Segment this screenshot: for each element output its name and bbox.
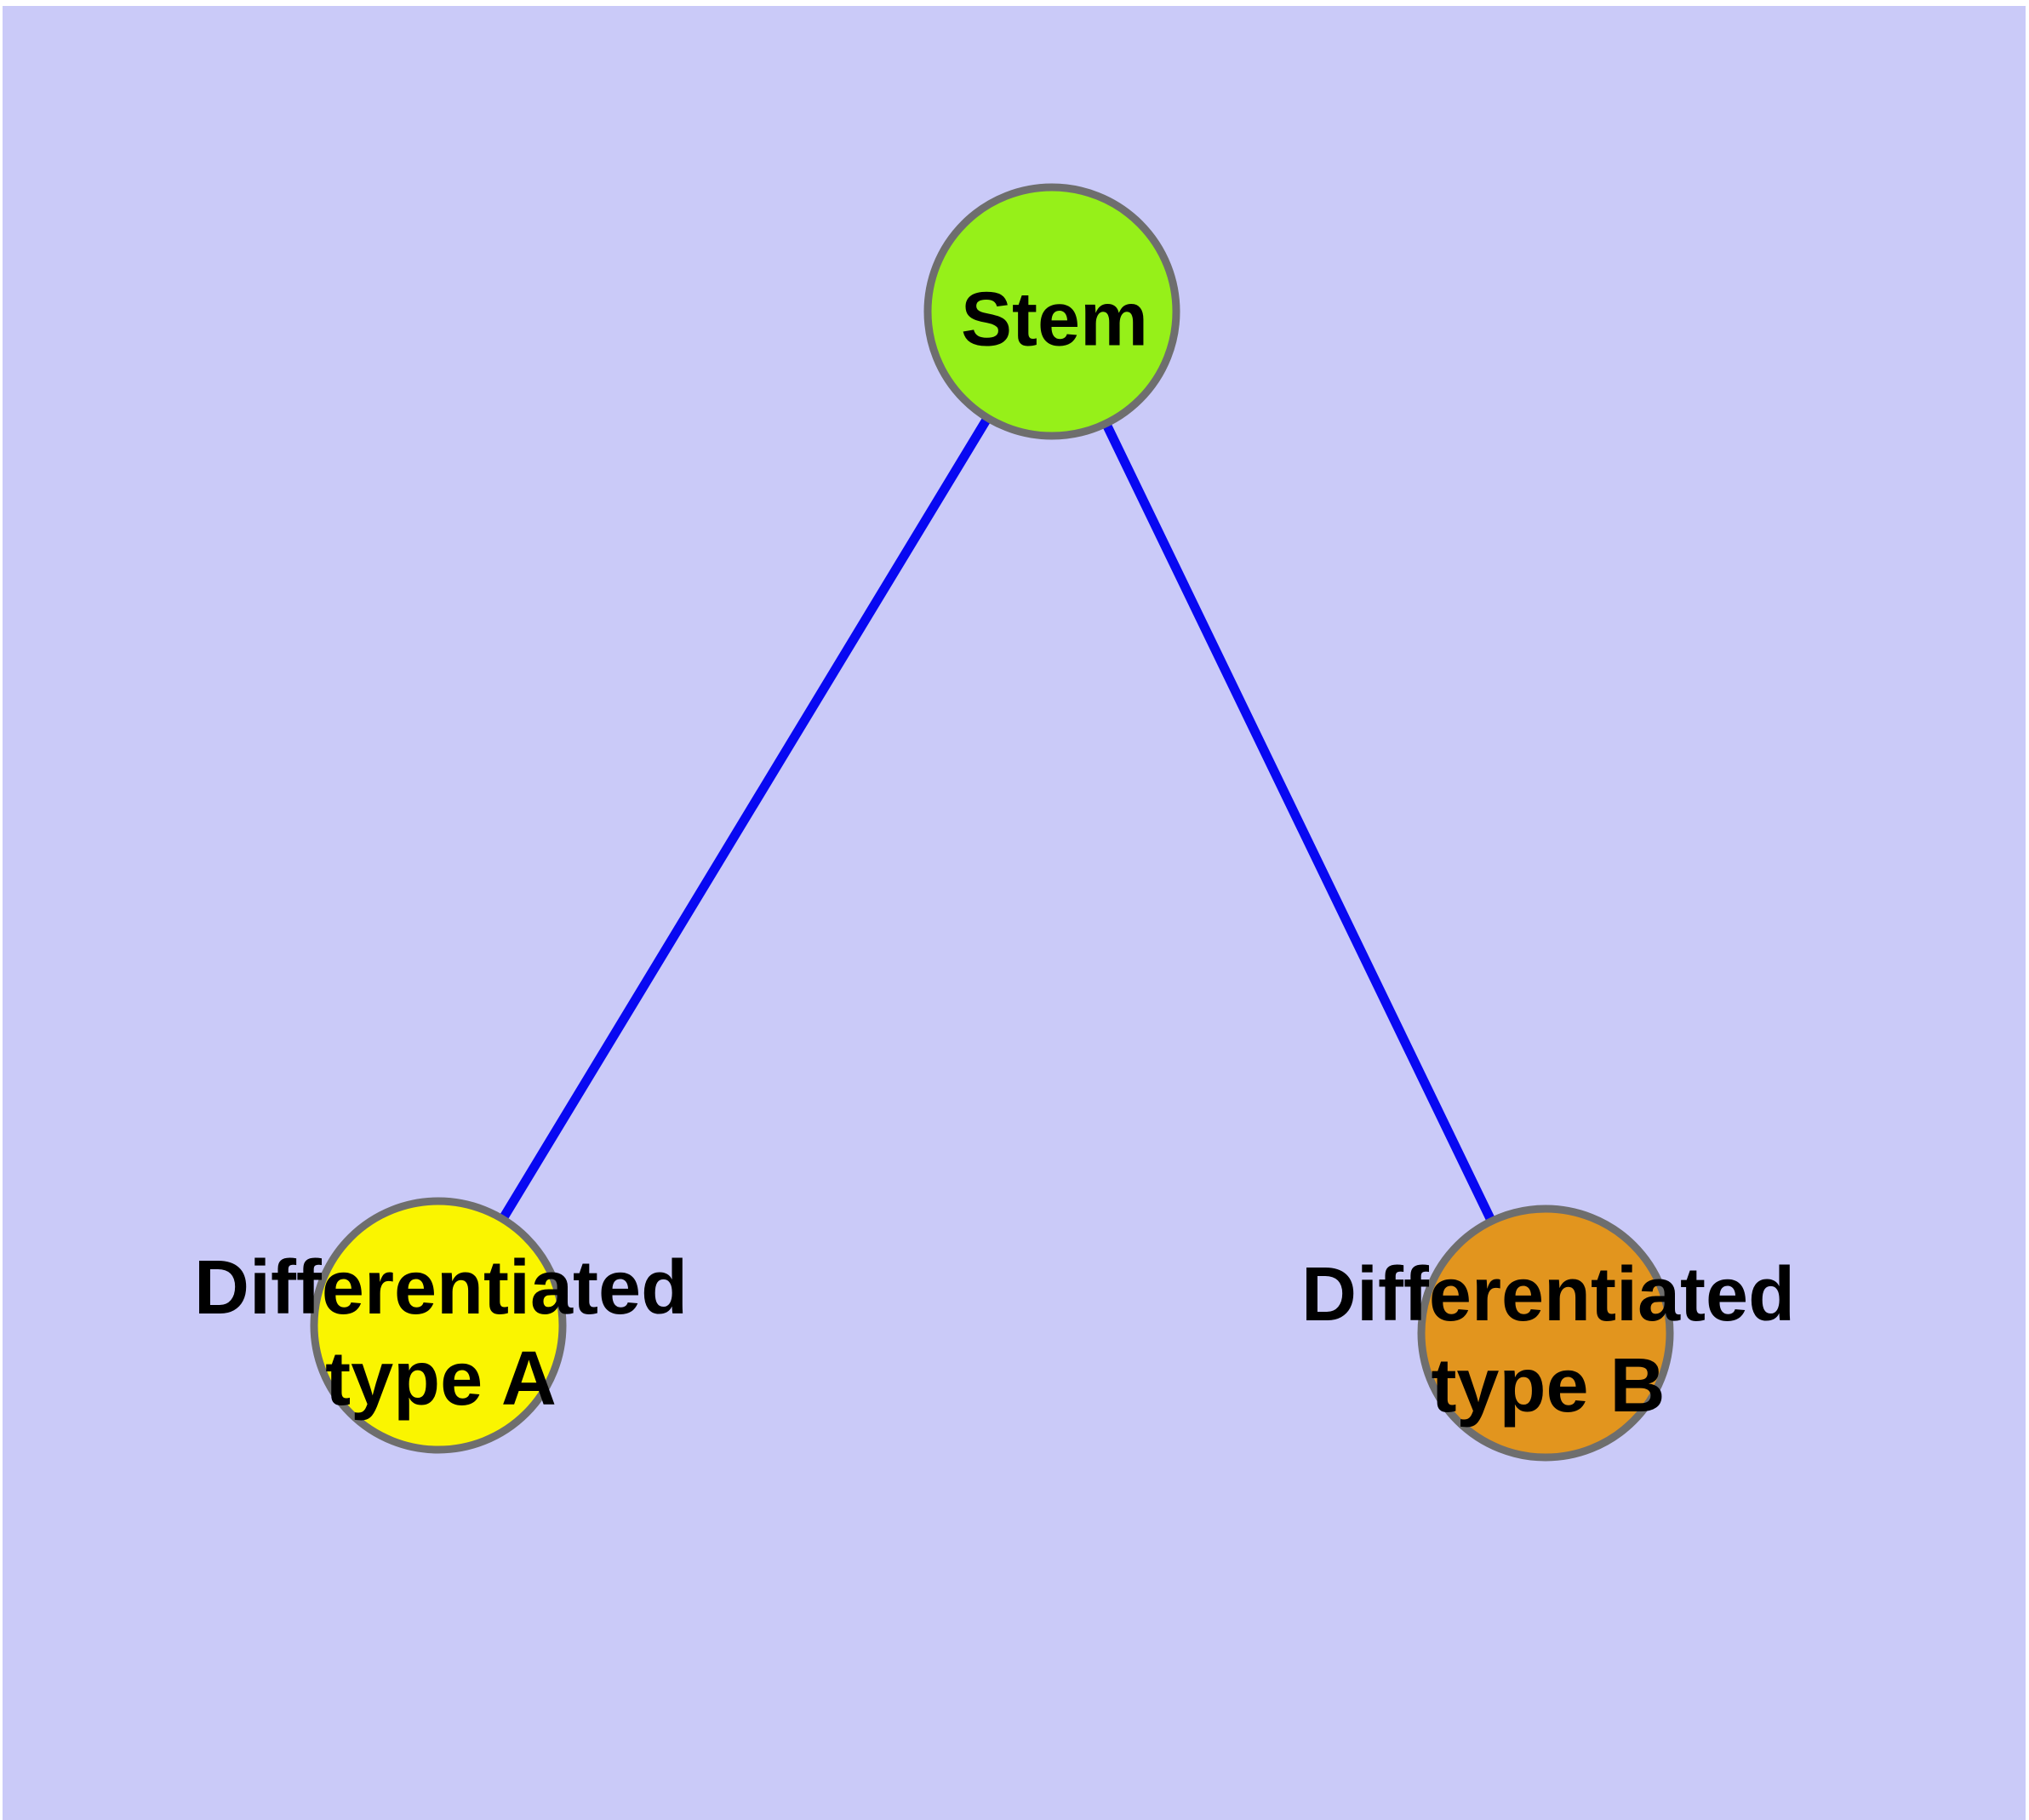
label-line: Differentiated — [1300, 1252, 1796, 1337]
node-stem-circle — [923, 183, 1180, 440]
label-line: type A — [325, 1336, 557, 1422]
edge-stem-to-type-a — [433, 306, 1057, 1331]
edge-stem-to-type-b — [1047, 306, 1551, 1338]
node-type-a-label: Differentiated type A — [194, 1243, 688, 1425]
diagram-canvas: Stem Differentiated type A Differentiate… — [3, 6, 2026, 1820]
label-line: type B — [1431, 1343, 1666, 1428]
node-type-b-label: Differentiated type B — [1301, 1250, 1795, 1432]
node-stem-label: Stem — [961, 275, 1148, 366]
node-type-a-circle — [310, 1197, 567, 1454]
node-type-b-circle — [1417, 1205, 1674, 1462]
label-line: Differentiated — [193, 1245, 689, 1331]
label-line: Stem — [960, 277, 1149, 363]
